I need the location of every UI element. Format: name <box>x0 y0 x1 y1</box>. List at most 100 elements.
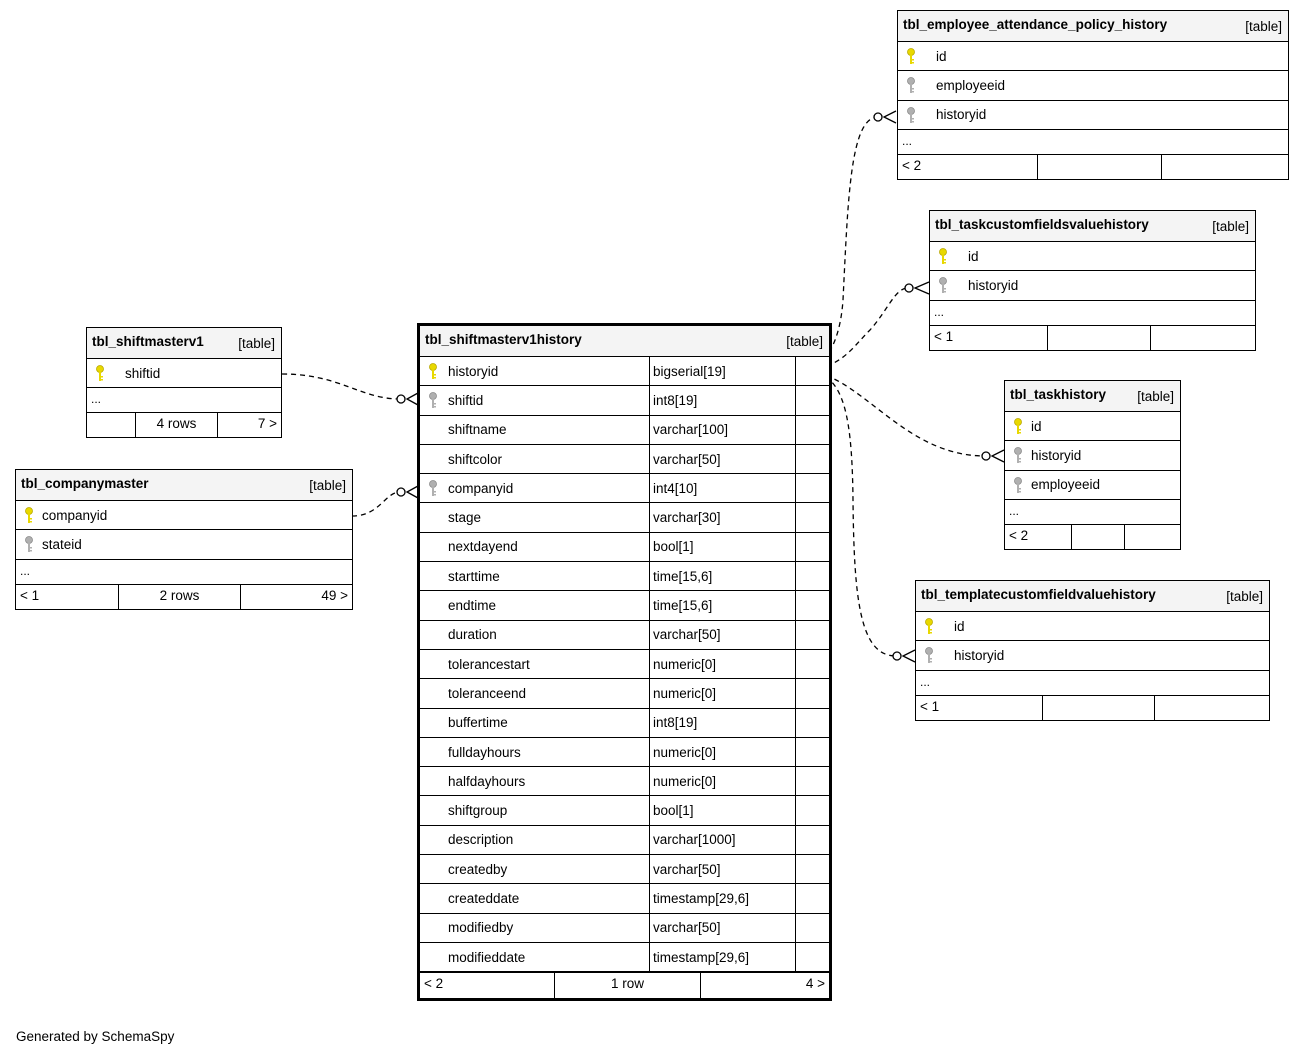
column-name: historyid <box>936 107 987 123</box>
column-row-id[interactable]: id <box>898 42 1288 72</box>
more-columns-ellipsis[interactable]: ... <box>1005 500 1180 525</box>
link-companymaster <box>351 491 401 517</box>
footer-rows: 4 rows <box>135 413 217 438</box>
key-cell <box>420 474 448 502</box>
table-name: tbl_shiftmasterv1 <box>92 334 204 349</box>
key-cell <box>420 621 448 649</box>
crowsfoot-marker <box>882 110 897 124</box>
column-row-historyid[interactable]: historyid <box>916 641 1269 671</box>
more-columns-ellipsis[interactable]: ... <box>87 388 281 414</box>
column-row-id[interactable]: id <box>930 242 1255 272</box>
footer-left[interactable] <box>87 413 135 437</box>
column-type: bigserial[19] <box>649 357 795 386</box>
column-type: bool[1] <box>649 532 795 562</box>
column-name: description <box>448 832 514 848</box>
column-row-historyid[interactable]: historyid <box>1005 441 1180 471</box>
primary-key-icon <box>429 363 437 379</box>
footer-left[interactable]: < 2 <box>902 157 922 173</box>
more-columns-ellipsis[interactable]: ... <box>16 560 352 585</box>
column-type: bool[1] <box>649 796 795 825</box>
table-name: tbl_templatecustomfieldvaluehistory <box>921 587 1156 602</box>
crowsfoot-marker <box>913 281 930 295</box>
more-columns-ellipsis[interactable]: ... <box>916 671 1269 696</box>
column-row-historyid[interactable]: historyid <box>898 101 1288 130</box>
column-row-id[interactable]: id <box>1005 412 1180 442</box>
footer-left[interactable]: < 1 <box>920 698 940 714</box>
key-cell <box>420 591 448 619</box>
column-extra <box>795 679 829 708</box>
column-extra <box>795 649 829 679</box>
footer-rows <box>1037 154 1161 179</box>
key-cell <box>916 641 954 669</box>
primary-key-icon <box>96 365 104 381</box>
footer-right[interactable]: 7 > <box>217 413 281 438</box>
table-tbl-employee-attendance-policy-history[interactable]: tbl_employee_attendance_policy_history[t… <box>897 10 1289 180</box>
column-name: employeeid <box>936 77 1006 93</box>
table-tbl-taskhistory[interactable]: tbl_taskhistory[table]id historyid employe… <box>1004 380 1181 550</box>
crowsfoot-circle <box>981 451 991 461</box>
table-tbl-shiftmasterv1[interactable]: tbl_shiftmasterv1[table]shiftid...4 rows… <box>86 327 282 439</box>
table-kind: [table] <box>1245 19 1282 34</box>
column-type: int8[19] <box>649 386 795 415</box>
table-header: tbl_taskhistory[table] <box>1005 381 1180 412</box>
more-columns-ellipsis[interactable]: ... <box>930 301 1255 326</box>
key-cell <box>420 914 448 942</box>
column-name: fulldayhours <box>448 744 521 760</box>
column-row-employeeid[interactable]: employeeid <box>898 71 1288 101</box>
column-row-companyid[interactable]: companyid <box>16 501 352 531</box>
table-tbl-taskcustomfieldsvaluehistory[interactable]: tbl_taskcustomfieldsvaluehistory[table]i… <box>929 210 1256 351</box>
footer-right[interactable] <box>1161 154 1288 179</box>
footer-right[interactable]: 4 > <box>700 973 829 1001</box>
column-row-employeeid[interactable]: employeeid <box>1005 471 1180 500</box>
primary-key-icon <box>907 48 915 64</box>
footer-right[interactable] <box>1150 325 1255 350</box>
column-extra <box>795 562 829 591</box>
table-tbl-shiftmasterv1history[interactable]: tbl_shiftmasterv1history [table] history… <box>417 323 832 1001</box>
more-columns-ellipsis[interactable]: ... <box>898 130 1288 155</box>
column-name: buffertime <box>448 715 508 731</box>
footer-left[interactable]: < 2 <box>424 976 444 992</box>
footer-right[interactable] <box>1154 695 1269 720</box>
key-cell <box>420 767 448 795</box>
crowsfoot-marker <box>405 392 419 406</box>
footer-right[interactable] <box>1124 524 1180 549</box>
column-name: companyid <box>448 480 514 496</box>
footer-left[interactable]: < 1 <box>934 328 954 344</box>
column-row-historyid[interactable]: historyid <box>930 271 1255 301</box>
primary-key-icon <box>25 507 33 523</box>
table-tbl-templatecustomfieldvaluehistory[interactable]: tbl_templatecustomfieldvaluehistory[tabl… <box>915 580 1270 721</box>
column-row-shiftid[interactable]: shiftid <box>87 359 281 389</box>
column-name: historyid <box>1031 447 1082 463</box>
column-row-id[interactable]: id <box>916 612 1269 642</box>
footer-right[interactable]: 49 > <box>240 584 352 609</box>
column-extra <box>795 942 829 972</box>
key-cell <box>898 71 936 99</box>
footer-left[interactable]: < 2 <box>1009 527 1029 543</box>
key-cell <box>420 796 448 824</box>
footer-left[interactable]: < 1 <box>20 587 40 603</box>
column-row-stateid[interactable]: stateid <box>16 530 352 560</box>
